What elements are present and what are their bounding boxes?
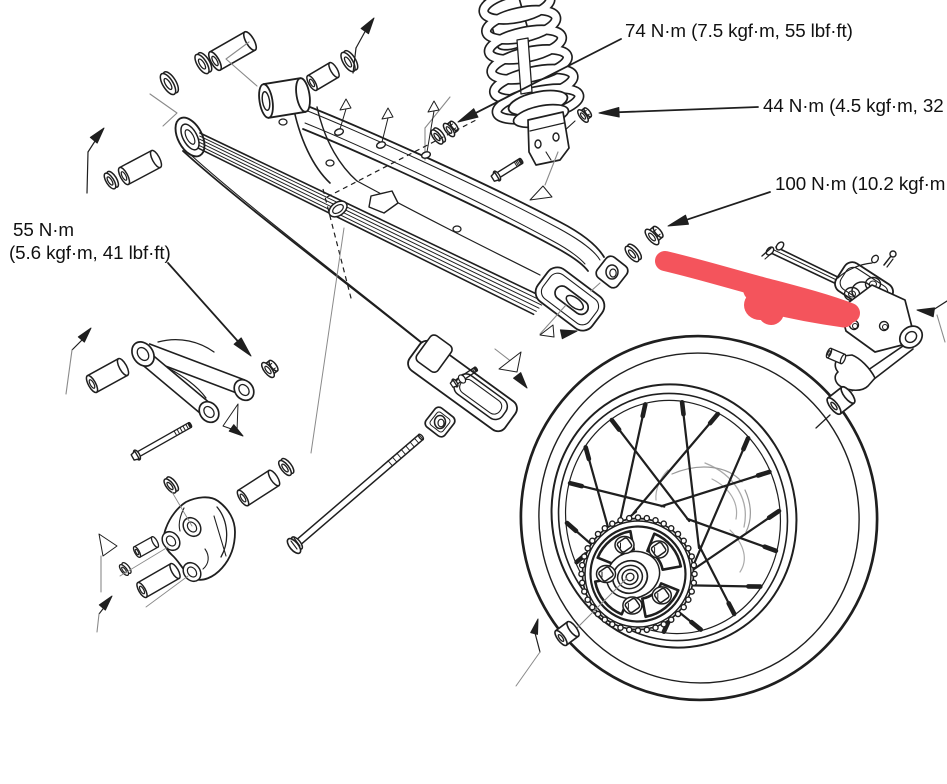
svg-text:44 N·m (4.5 kgf·m, 32 l: 44 N·m (4.5 kgf·m, 32 l <box>763 95 947 116</box>
svg-text:(5.6 kgf·m, 41 lbf·ft): (5.6 kgf·m, 41 lbf·ft) <box>9 242 171 263</box>
svg-text:100 N·m (10.2 kgf·m, 7: 100 N·m (10.2 kgf·m, 7 <box>775 173 947 194</box>
svg-text:55 N·m: 55 N·m <box>13 219 74 240</box>
svg-text:74 N·m (7.5 kgf·m, 55 lbf·ft): 74 N·m (7.5 kgf·m, 55 lbf·ft) <box>625 20 853 41</box>
